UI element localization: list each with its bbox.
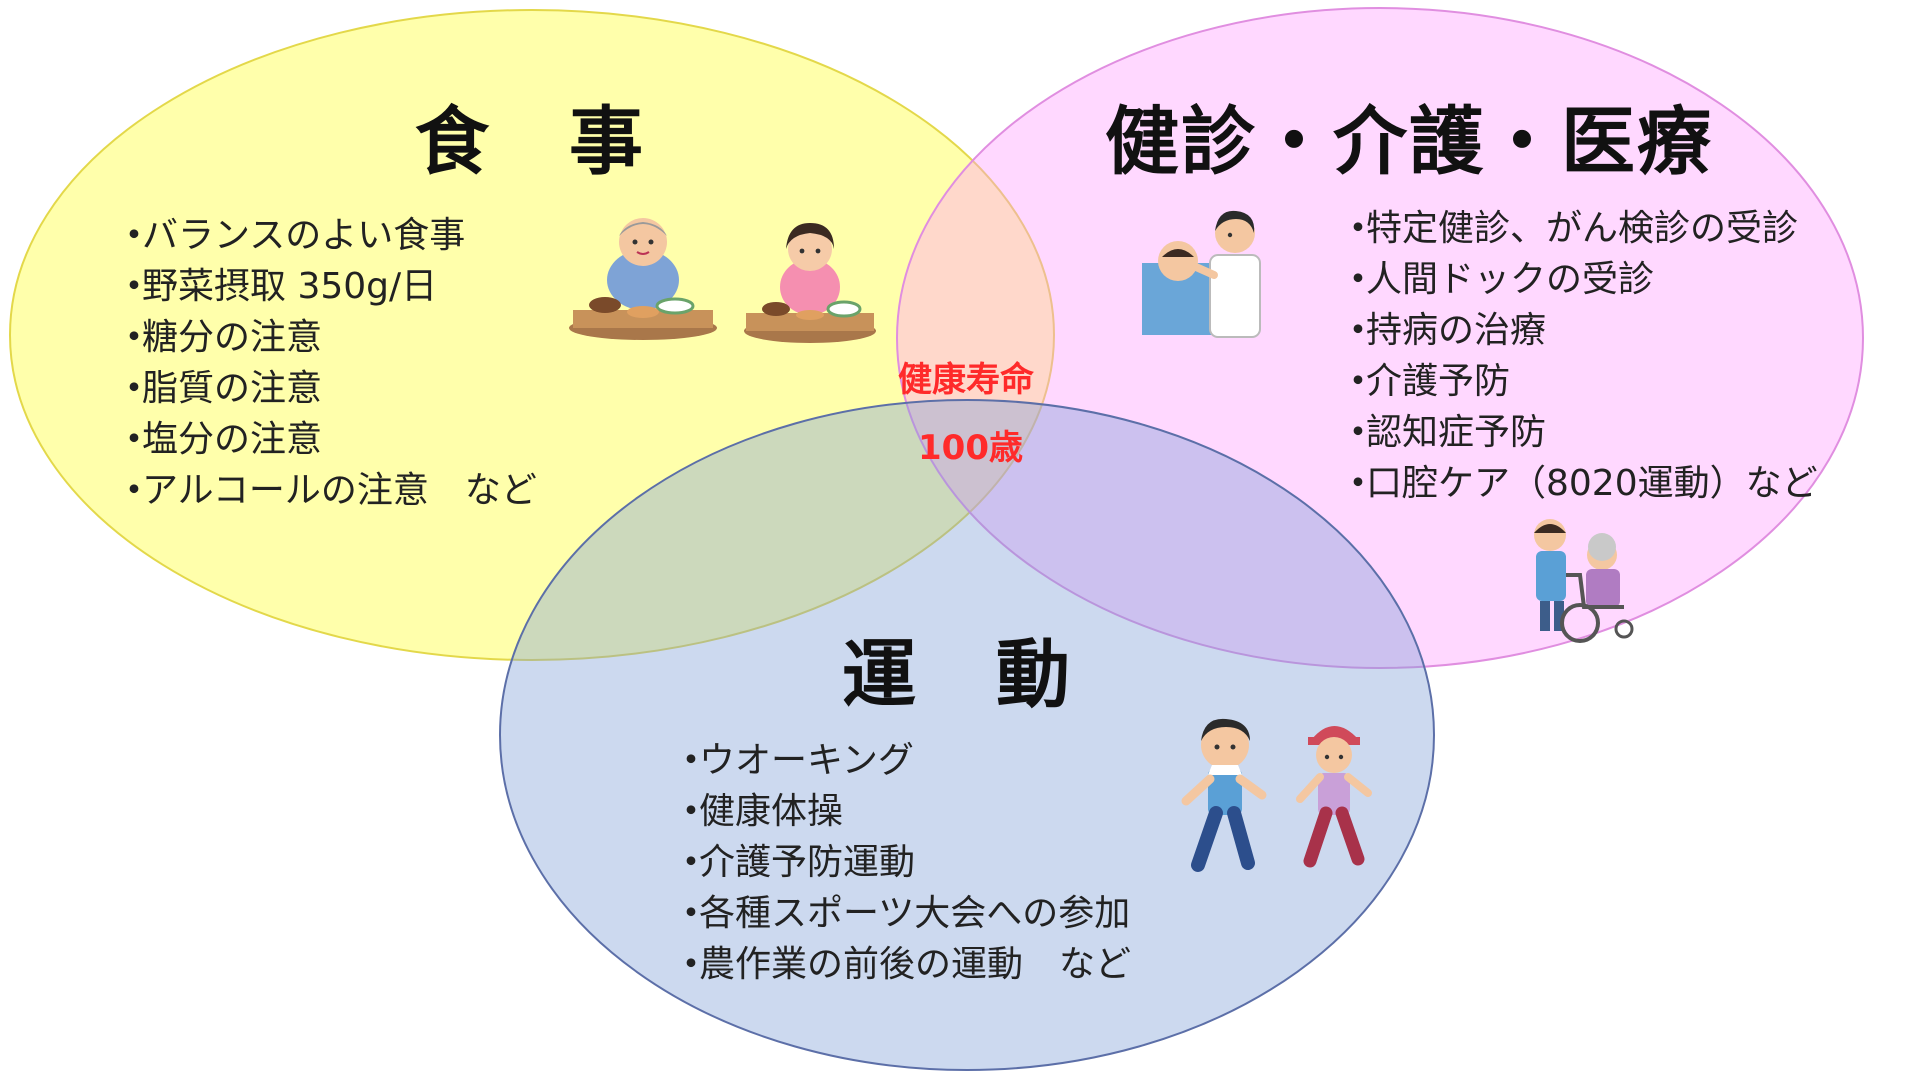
woman-eating-icon — [744, 223, 876, 343]
list-item: ・特定健診、がん検診の受診 — [1340, 208, 1799, 249]
center-label-line2: 100歳 — [918, 428, 1023, 468]
list-item: ・人間ドックの受診 — [1340, 259, 1655, 300]
wheelchair-caregiver-icon — [1534, 519, 1634, 643]
list-item: ・健康体操 — [673, 791, 844, 832]
list-item: ・介護予防 — [1340, 361, 1511, 402]
list-item: ・介護予防運動 — [673, 842, 916, 883]
list-item: ・認知症予防 — [1340, 412, 1547, 453]
list-item: ・アルコールの注意 など — [116, 470, 537, 511]
center-label-line1: 健康寿命 — [898, 360, 1034, 400]
elderly-man-eating-icon — [569, 218, 717, 340]
list-item: ・農作業の前後の運動 など — [673, 944, 1132, 985]
diet-list: ・バランスのよい食事 ・野菜摂取 350g/日 ・糖分の注意 ・脂質の注意 ・塩… — [116, 210, 537, 516]
diet-circle — [9, 9, 1055, 661]
exercise-title: 運動 — [842, 632, 1072, 718]
walking-man-icon — [1181, 718, 1267, 872]
list-item: ・ウオーキング — [673, 740, 914, 781]
exercise-circle — [499, 399, 1435, 1071]
list-item: ・脂質の注意 — [116, 368, 323, 409]
list-item: ・バランスのよい食事 — [116, 215, 466, 256]
doctor-checkup-icon — [1142, 210, 1261, 338]
diet-title: 食事 — [415, 99, 645, 185]
list-item: ・各種スポーツ大会への参加 — [673, 893, 1131, 934]
walking-elderly-icon — [1296, 726, 1372, 868]
care-title: 健診・介護・医療 — [1105, 99, 1713, 185]
list-item: ・口腔ケア（8020運動）など — [1340, 463, 1818, 504]
exercise-list: ・ウオーキング ・健康体操 ・介護予防運動 ・各種スポーツ大会への参加 ・農作業… — [673, 735, 1131, 990]
care-circle — [896, 7, 1864, 669]
list-item: ・持病の治療 — [1340, 310, 1547, 351]
care-list: ・特定健診、がん検診の受診 ・人間ドックの受診 ・持病の治療 ・介護予防 ・認知… — [1340, 203, 1818, 509]
list-item: ・野菜摂取 350g/日 — [116, 266, 438, 307]
list-item: ・塩分の注意 — [116, 419, 323, 460]
list-item: ・糖分の注意 — [116, 317, 323, 358]
